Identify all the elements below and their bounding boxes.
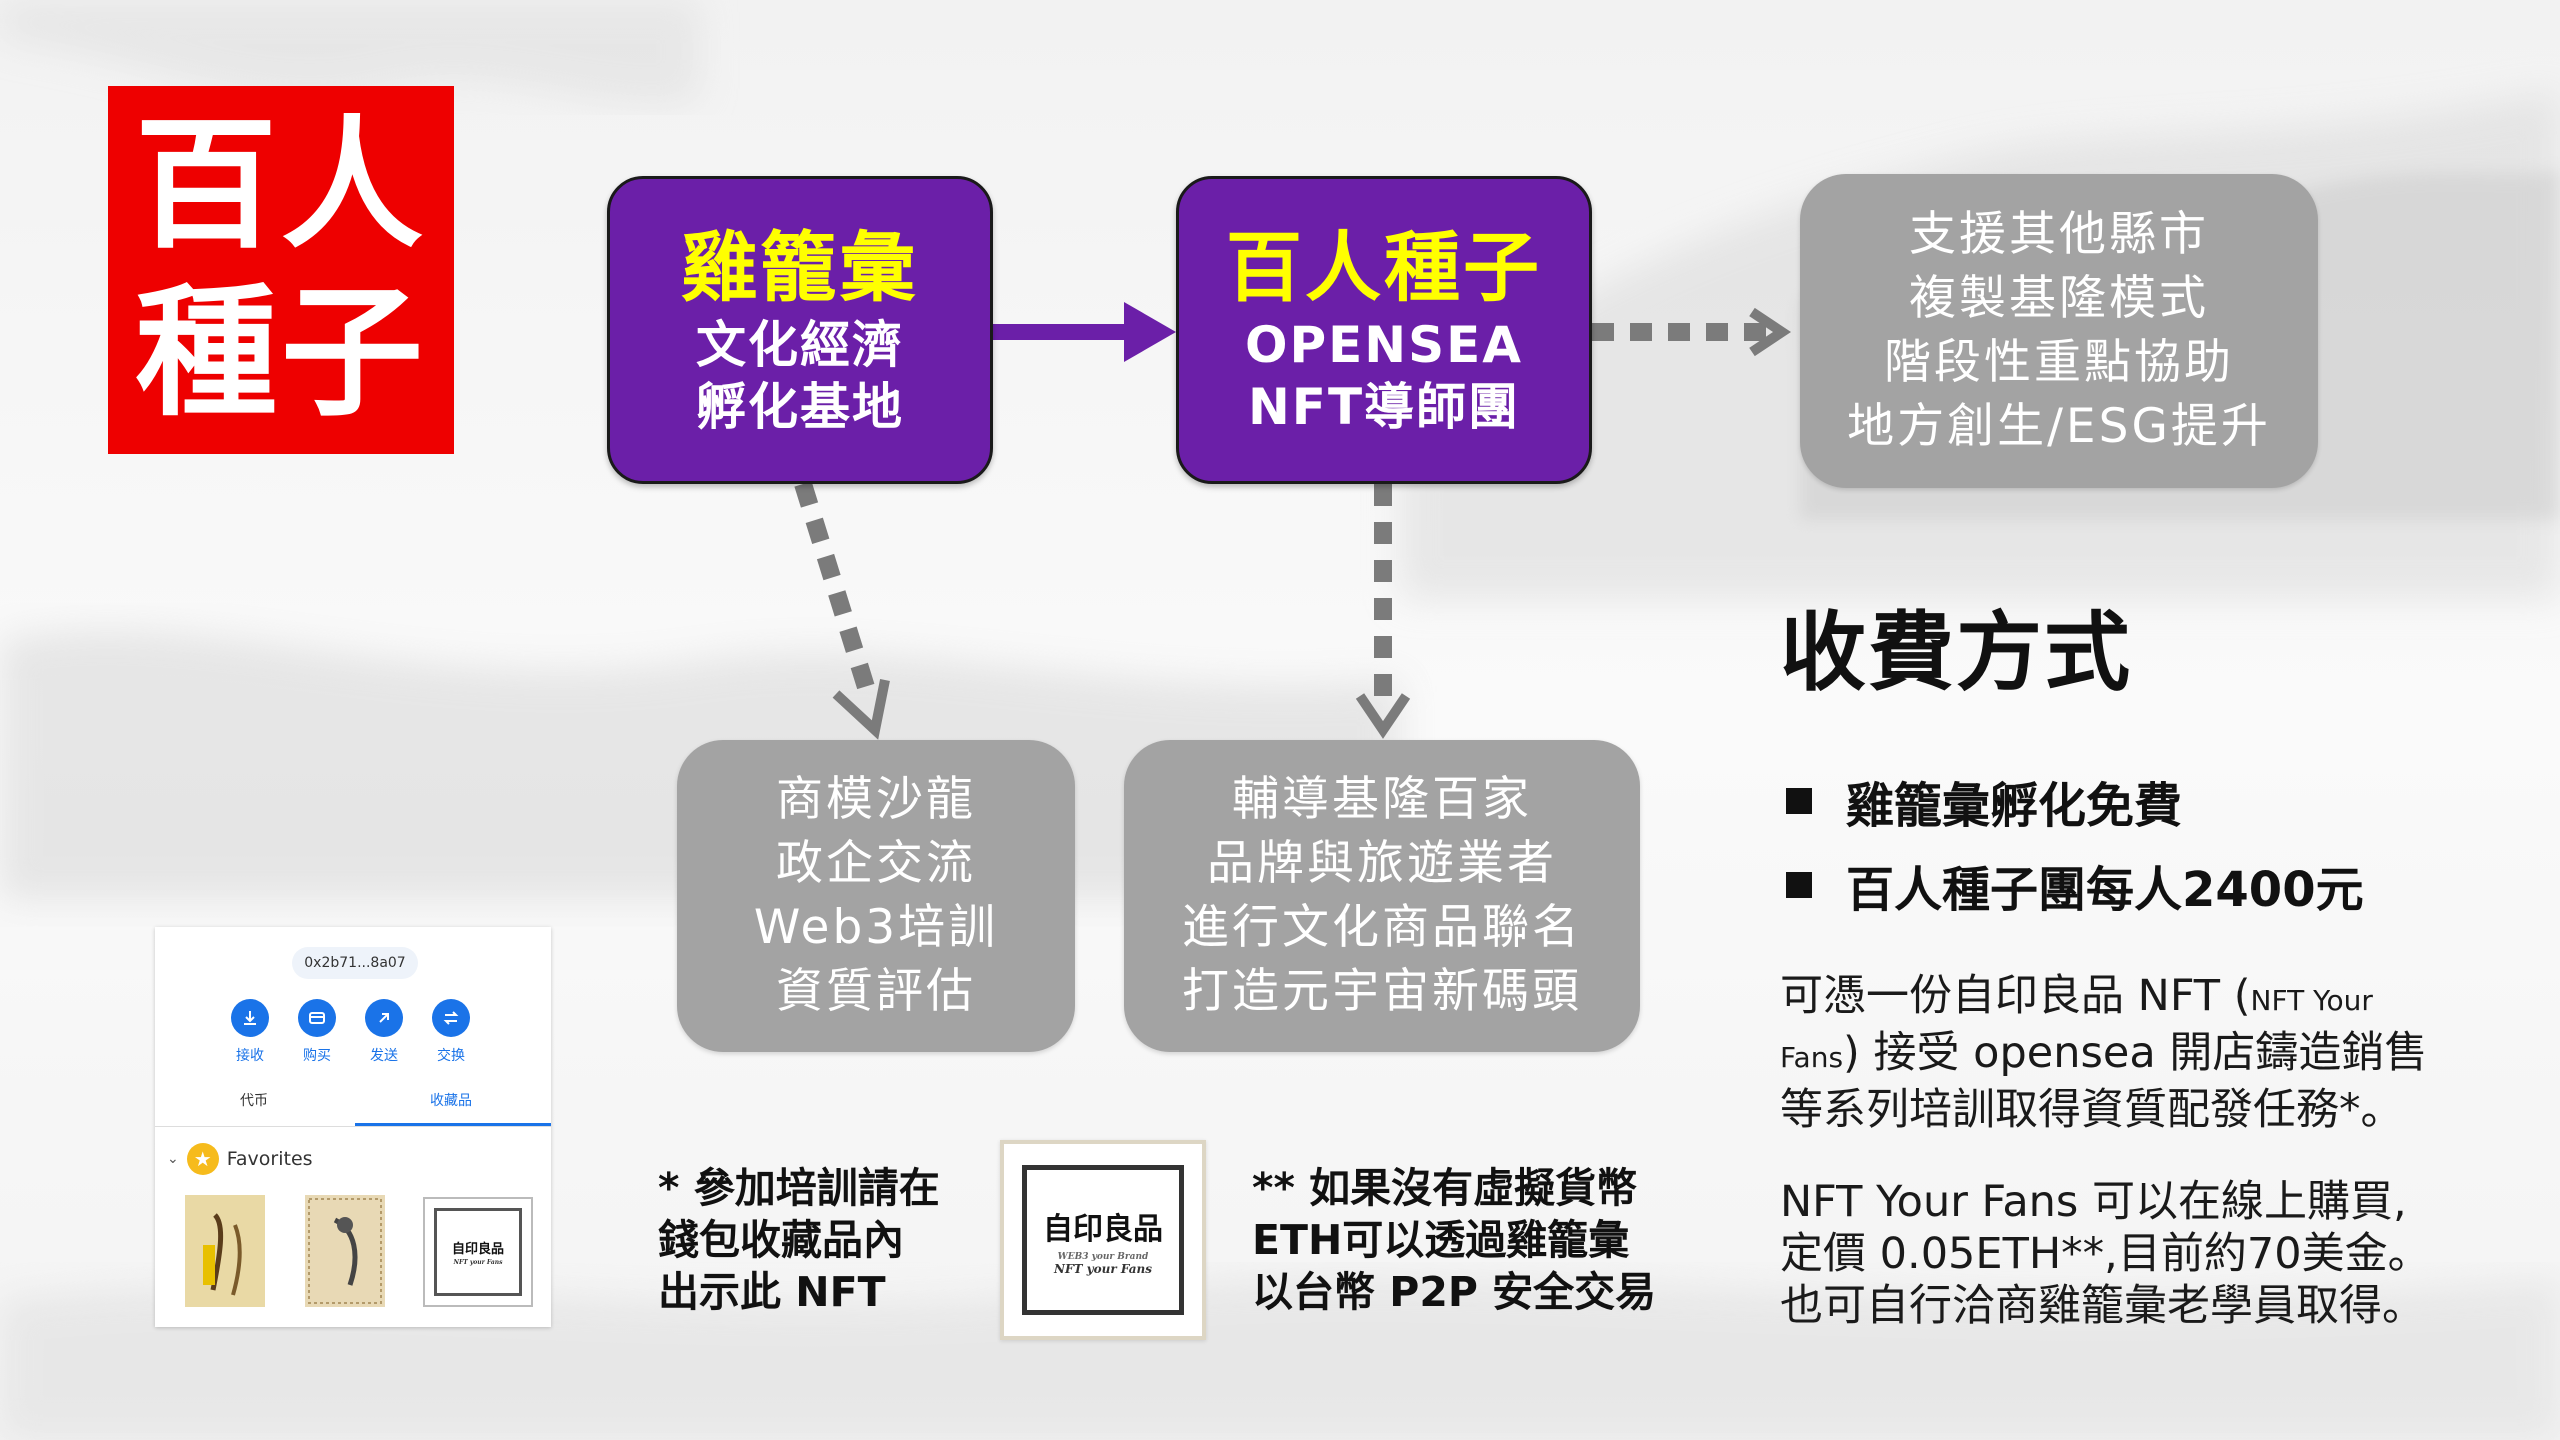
- para1-line-1: 可憑一份自印良品 NFT (NFT Your: [1780, 970, 2500, 1027]
- fees-paragraph-2: NFT Your Fans 可以在線上購買, 定價 0.05ETH**,目前約7…: [1780, 1176, 2500, 1332]
- salon-line-3: Web3培訓: [753, 900, 999, 955]
- nft-main-text: 自印良品: [1043, 1212, 1163, 1247]
- nft-tiny-text: WEB3 your Brand: [1057, 1252, 1149, 1262]
- nft-image: 自印良品 WEB3 your Brand NFT your Fans: [1000, 1140, 1206, 1340]
- salon-line-4: 資質評估: [776, 964, 976, 1019]
- incubator-line-2: 孵化基地: [696, 378, 904, 436]
- note-right-line-2: ETH可以透過雞籠彙: [1252, 1216, 1630, 1264]
- nft-small-sub: NFT your Fans: [453, 1259, 503, 1266]
- para2-line-2: 定價 0.05ETH**,目前約70美金。: [1780, 1229, 2431, 1279]
- fee-bullet-2: 百人種子團每人2400元: [1786, 850, 2364, 920]
- seed-box: 百人種子 OPENSEA NFT導師團: [1176, 176, 1592, 484]
- seed-line-1: OPENSEA: [1244, 316, 1523, 374]
- swap-icon: [432, 999, 470, 1037]
- incubator-title: 雞籠彙: [681, 223, 919, 312]
- guidance-line-2: 品牌與旅遊業者: [1207, 836, 1557, 891]
- title-block: 百人 種子: [108, 86, 454, 454]
- tab-tokens[interactable]: 代币: [240, 1093, 268, 1109]
- card-icon: [298, 999, 336, 1037]
- send-button[interactable]: 发送: [354, 999, 414, 1065]
- dotted-arrow-down-left-head: [832, 679, 890, 740]
- fees-heading: 收費方式: [1780, 603, 2132, 703]
- seed-title: 百人種子: [1226, 223, 1542, 312]
- support-box: 支援其他縣市 複製基隆模式 階段性重點協助 地方創生/ESG提升: [1800, 174, 2318, 488]
- guidance-line-4: 打造元宇宙新碼頭: [1182, 964, 1582, 1019]
- incubator-box: 雞籠彙 文化經濟 孵化基地: [607, 176, 993, 484]
- collectible-thumb-1[interactable]: [185, 1195, 265, 1307]
- note-right-line-3: 以台幣 P2P 安全交易: [1252, 1268, 1657, 1316]
- support-line-2: 複製基隆模式: [1909, 271, 2209, 326]
- favorites-row[interactable]: ⌄ ★ Favorites: [167, 1143, 313, 1175]
- note-left-line-1: * 參加培訓請在: [658, 1164, 940, 1212]
- send-label: 发送: [370, 1048, 398, 1064]
- seed-line-2: NFT導師團: [1247, 378, 1521, 436]
- note-left-line-2: 錢包收藏品內: [658, 1216, 904, 1264]
- support-line-4: 地方創生/ESG提升: [1847, 399, 2271, 454]
- para2-line-3: 也可自行洽商雞籠彙老學員取得。: [1780, 1281, 2425, 1331]
- nft-small-main: 自印良品: [451, 1242, 504, 1257]
- guidance-box: 輔導基隆百家 品牌與旅遊業者 進行文化商品聯名 打造元宇宙新碼頭: [1124, 740, 1640, 1052]
- support-line-3: 階段性重點協助: [1884, 335, 2234, 390]
- para1-small-a: NFT Your: [2250, 984, 2373, 1017]
- nft-inner-frame: 自印良品 WEB3 your Brand NFT your Fans: [1022, 1165, 1184, 1315]
- title-line-2: 種子: [135, 271, 427, 436]
- nft-small-inner: 自印良品 NFT your Fans: [434, 1208, 522, 1296]
- incubator-line-1: 文化經濟: [696, 316, 904, 374]
- guidance-line-1: 輔導基隆百家: [1232, 772, 1532, 827]
- salon-line-1: 商模沙龍: [776, 772, 976, 827]
- arrow-up-right-icon: [365, 999, 403, 1037]
- para1-post: ) 接受 opensea 開店鑄造銷售: [1843, 1028, 2428, 1078]
- dotted-arrow-right-head: [1749, 307, 1792, 357]
- para1-line-3: 等系列培訓取得資質配發任務*。: [1780, 1085, 2404, 1135]
- buy-button[interactable]: 购买: [287, 999, 347, 1065]
- active-tab-indicator: [355, 1123, 551, 1126]
- collectible-thumb-nft[interactable]: 自印良品 NFT your Fans: [423, 1197, 533, 1307]
- note-left: * 參加培訓請在 錢包收藏品內 出示此 NFT: [658, 1162, 940, 1318]
- swap-label: 交换: [437, 1048, 465, 1064]
- bullet-square-icon: [1786, 872, 1812, 898]
- collectible-thumb-2[interactable]: [305, 1195, 385, 1307]
- tab-collectibles[interactable]: 收藏品: [430, 1093, 472, 1109]
- wallet-screenshot: 0x2b71...8a07 接收 购买 发送 交换 代币 收藏品 ⌄ ★ Fav…: [155, 927, 551, 1327]
- title-line-1: 百人: [135, 103, 427, 268]
- note-left-line-3: 出示此 NFT: [658, 1268, 886, 1316]
- wallet-address[interactable]: 0x2b71...8a07: [292, 947, 418, 979]
- bullet-square-icon: [1786, 788, 1812, 814]
- note-right-line-1: ** 如果沒有虛擬貨幣: [1252, 1164, 1638, 1212]
- para1-pre: 可憑一份自印良品 NFT (: [1780, 971, 2251, 1021]
- para1-line-2: Fans) 接受 opensea 開店鑄造銷售: [1780, 1027, 2500, 1084]
- star-icon: ★: [186, 1143, 219, 1175]
- nft-sub-text: NFT your Fans: [1054, 1262, 1152, 1276]
- salon-box: 商模沙龍 政企交流 Web3培訓 資質評估: [677, 740, 1075, 1052]
- support-line-1: 支援其他縣市: [1909, 207, 2209, 262]
- fee-bullet-1: 雞籠彙孵化免費: [1786, 766, 2182, 836]
- receive-label: 接收: [236, 1048, 264, 1064]
- fee-bullet-2-text: 百人種子團每人2400元: [1846, 862, 2364, 918]
- note-right: ** 如果沒有虛擬貨幣 ETH可以透過雞籠彙 以台幣 P2P 安全交易: [1252, 1162, 1656, 1318]
- tab-divider: [155, 1126, 551, 1127]
- solid-arrow-head: [1124, 302, 1176, 362]
- favorites-label: Favorites: [226, 1148, 313, 1170]
- swap-button[interactable]: 交换: [421, 999, 481, 1065]
- dotted-arrow-down-left-line: [794, 481, 879, 703]
- fee-bullet-1-text: 雞籠彙孵化免費: [1846, 778, 2183, 834]
- para1-small-b: Fans: [1780, 1041, 1844, 1074]
- salon-line-2: 政企交流: [776, 836, 976, 891]
- fees-paragraph-1: 可憑一份自印良品 NFT (NFT Your Fans) 接受 opensea …: [1780, 970, 2500, 1136]
- dotted-arrow-down-right-head: [1355, 693, 1411, 739]
- chevron-down-icon: ⌄: [167, 1151, 179, 1167]
- buy-label: 购买: [303, 1048, 331, 1064]
- para2-line-1: NFT Your Fans 可以在線上購買,: [1780, 1177, 2407, 1227]
- receive-button[interactable]: 接收: [220, 999, 280, 1065]
- download-icon: [231, 999, 269, 1037]
- guidance-line-3: 進行文化商品聯名: [1182, 900, 1582, 955]
